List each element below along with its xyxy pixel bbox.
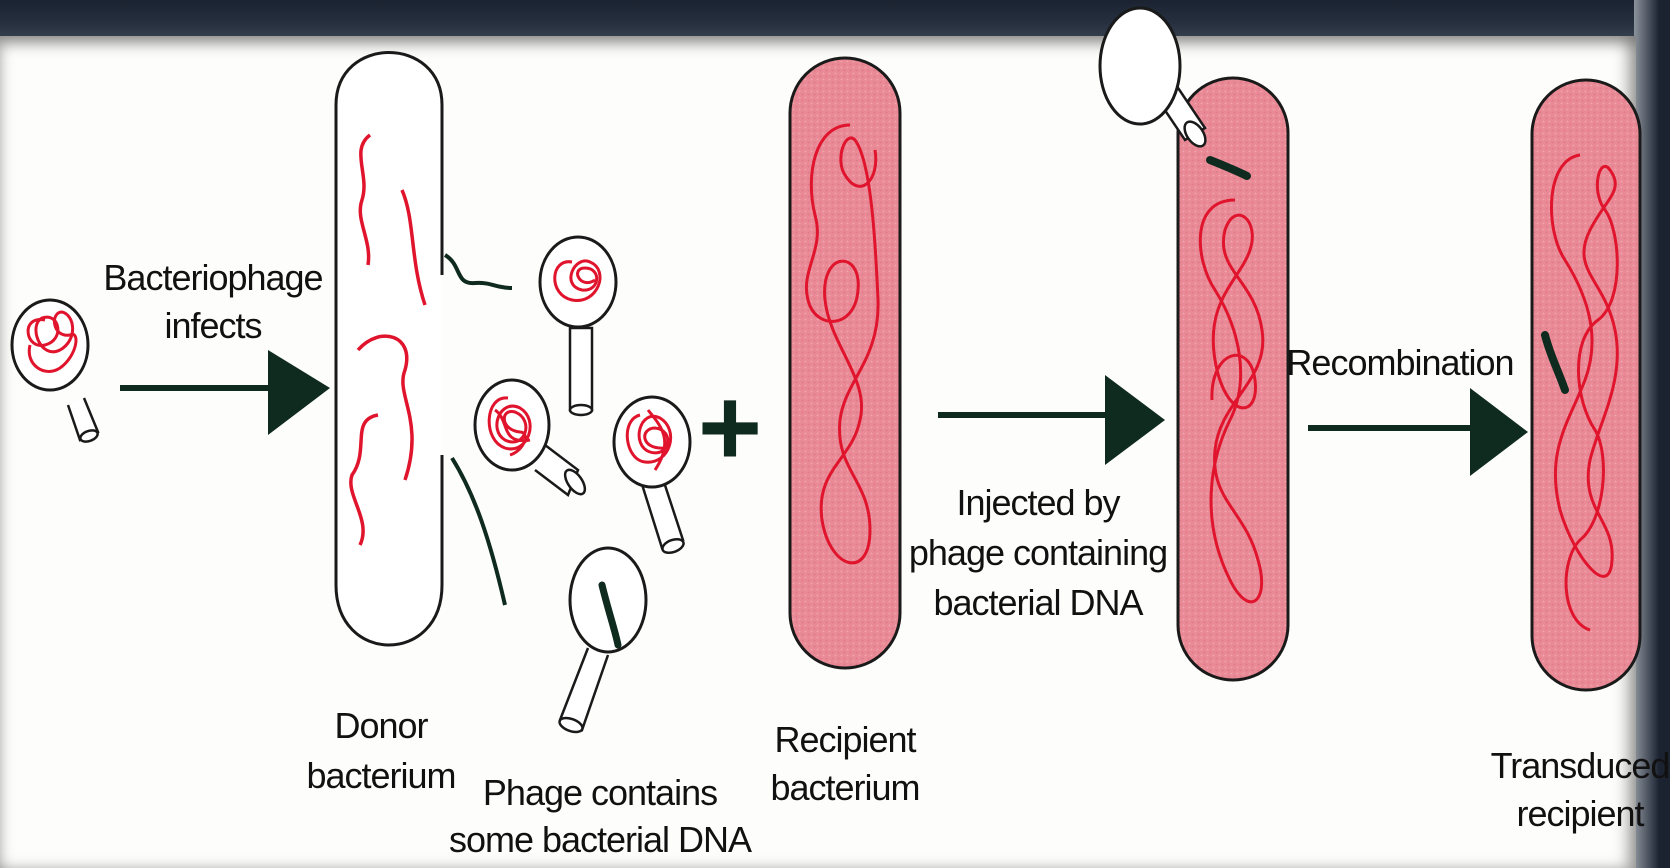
label-injected-by: Injected by xyxy=(956,482,1120,523)
transduced-recipient-bacterium xyxy=(1532,80,1640,690)
released-bacterial-dna xyxy=(445,255,512,288)
label-phage-containing: phage containing xyxy=(909,532,1167,573)
released-bacterial-dna xyxy=(452,458,505,605)
label-recipient: Recipient xyxy=(774,719,916,760)
label-infects: infects xyxy=(164,305,261,346)
label-recombination: Recombination xyxy=(1286,342,1513,383)
label-phage-contains: Phage contains xyxy=(483,772,717,813)
progeny-phage xyxy=(614,397,690,555)
recipient-bacterium xyxy=(790,58,900,668)
label-recipient-bacterium: bacterium xyxy=(770,767,919,808)
label-some-bacterial-dna: some bacterial DNA xyxy=(449,819,752,860)
progeny-phage-with-bacterial-dna xyxy=(558,548,646,735)
arrow-injected xyxy=(938,375,1165,465)
arrow-infects xyxy=(120,350,330,435)
infecting-phage xyxy=(12,300,99,444)
infected-recipient-bacterium xyxy=(1100,8,1288,680)
progeny-phage xyxy=(540,237,616,415)
label-bacteriophage: Bacteriophage xyxy=(103,257,322,298)
label-transduced-recipient: recipient xyxy=(1516,793,1644,834)
label-donor-bacterium: bacterium xyxy=(306,755,455,796)
donor-bacterium xyxy=(336,53,512,646)
arrow-recombination xyxy=(1308,388,1528,476)
label-bacterial-dna: bacterial DNA xyxy=(933,582,1143,623)
plus-sign: + xyxy=(698,366,762,489)
label-transduced: Transduced xyxy=(1491,745,1670,786)
label-donor: Donor xyxy=(334,705,428,746)
